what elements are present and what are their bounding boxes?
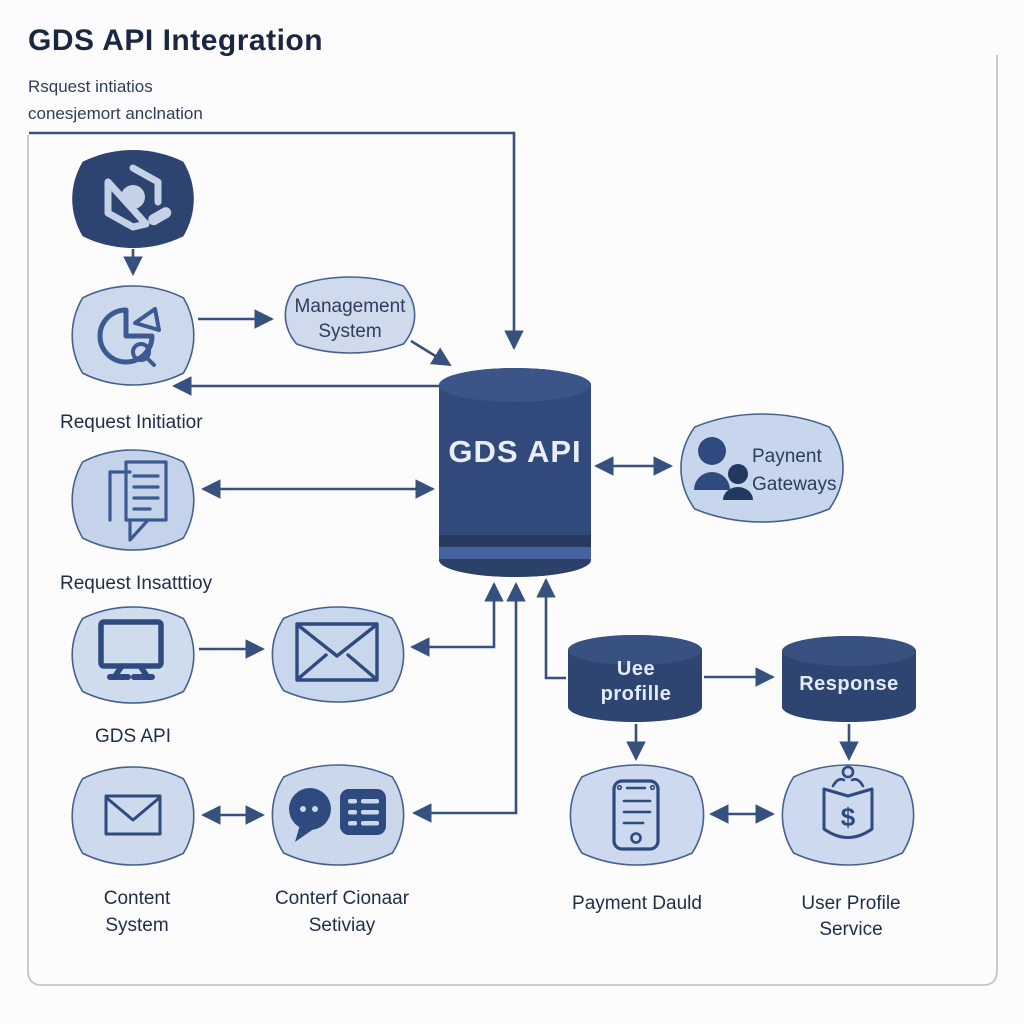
payment-gateways-label-line2: Gateways: [752, 474, 836, 495]
response-store-label: Response: [799, 673, 899, 695]
dollar-shield-icon: $: [822, 765, 874, 839]
smartphone-icon: [612, 779, 660, 851]
connector-contentgateway-gdsapi-elbow: [412, 582, 526, 823]
payment-device-label: Payment Dauld: [572, 893, 702, 914]
gds-api-cylinder-label: GDS API: [448, 434, 581, 469]
gds-api-cylinder: [439, 368, 591, 577]
content-gateway-label-line2: Setiviay: [309, 915, 376, 936]
connector-userprofilestore-to-gdsapi-elbow: [536, 578, 566, 680]
subtitle-line-1: Rsquest intiatios: [28, 77, 153, 96]
document-chat-icon: [108, 460, 168, 542]
management-system-label-line1: Management: [295, 296, 407, 317]
users-icon: [694, 437, 753, 500]
user-profile-store-label-line2: profille: [601, 683, 672, 705]
page-title: GDS API Integration: [28, 24, 323, 57]
envelope-small-icon: [104, 794, 162, 836]
monitor-icon: [98, 619, 164, 680]
payment-gateways-label-line1: Paynent: [752, 446, 822, 467]
request-inbox-label: Request Insatttioy: [60, 573, 213, 594]
hexagon-user-icon: [104, 164, 172, 231]
subtitle-line-2: conesjemort anclnation: [28, 104, 203, 123]
connector-topframe-to-gdsapi: [29, 131, 524, 350]
user-profile-store-label-line1: Uee: [617, 658, 655, 680]
content-system-node: [71, 765, 195, 867]
content-system-label-line2: System: [105, 915, 168, 936]
connector-management-to-gdsapi: [410, 339, 452, 367]
content-gateway-label-line1: Conterf Cionaar: [275, 888, 410, 909]
user-profile-service-label-line1: User Profile: [801, 893, 900, 914]
connectors: [29, 131, 859, 825]
dollar-glyph: $: [841, 802, 856, 832]
diagram-frame: [27, 55, 998, 986]
content-system-label-line1: Content: [104, 888, 171, 909]
chat-list-icon: [289, 788, 386, 842]
request-initiator-label: Request Initiatior: [60, 412, 203, 433]
gds-terminal-label: GDS API: [95, 726, 171, 747]
user-profile-service-label-line2: Service: [819, 919, 882, 940]
management-system-label-line2: System: [318, 321, 381, 342]
user-profile-store-cylinder: [568, 635, 702, 722]
pie-chart-search-icon: [97, 307, 161, 367]
response-store-cylinder: [782, 636, 916, 722]
payment-gateways-node: [679, 412, 845, 524]
envelope-icon: [295, 622, 379, 682]
connector-mailhub-gdsapi-elbow: [410, 582, 504, 657]
